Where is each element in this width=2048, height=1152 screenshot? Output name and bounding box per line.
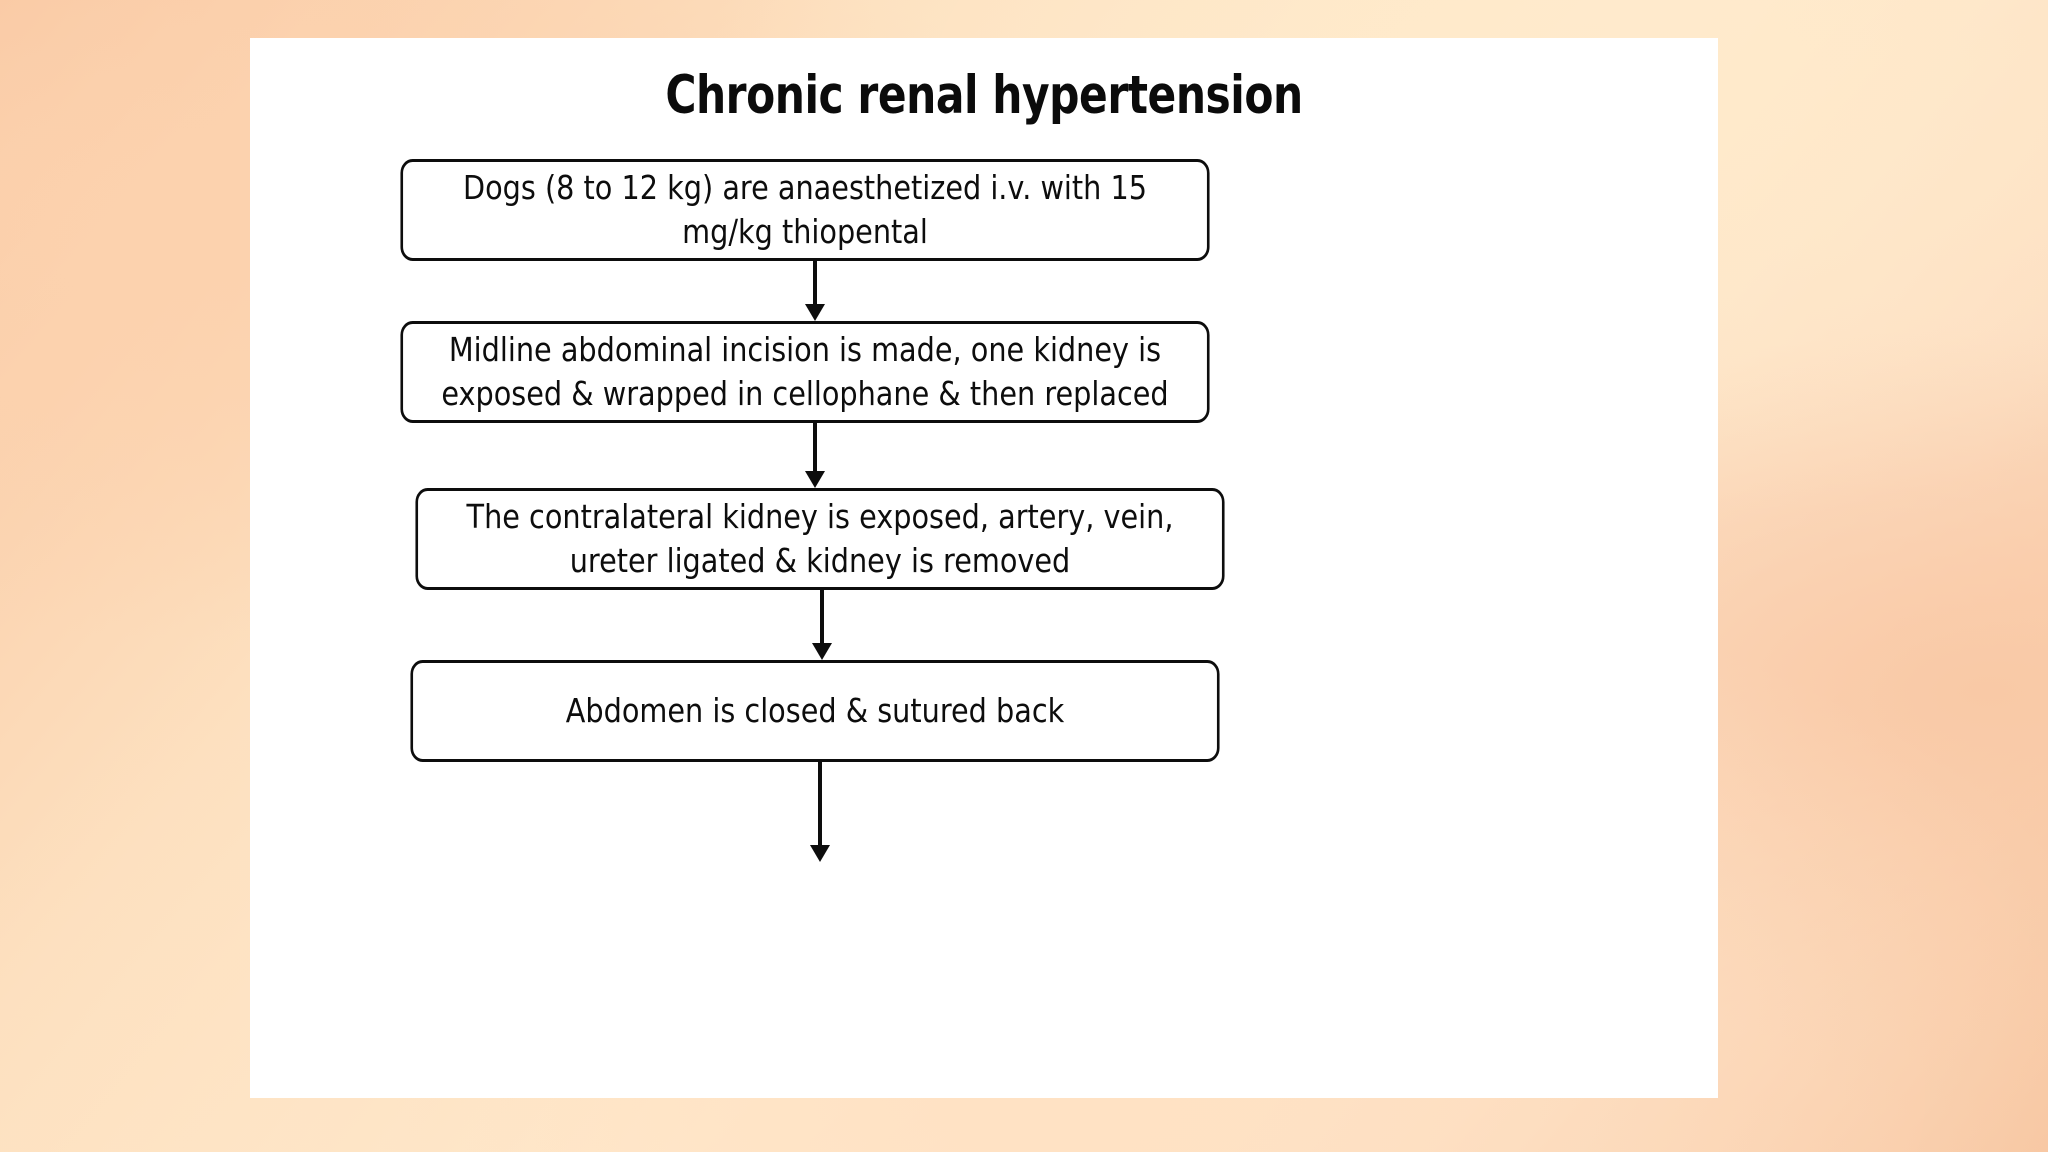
- arrow-shaft: [820, 590, 824, 643]
- flowchart-node-1: Dogs (8 to 12 kg) are anaesthetized i.v.…: [400, 159, 1210, 261]
- flowchart-node-2-label: Midline abdominal incision is made, one …: [441, 330, 1169, 413]
- arrow-head: [810, 845, 830, 862]
- flow-arrow-4-icon: [806, 762, 834, 862]
- arrow-shaft: [818, 762, 822, 845]
- flowchart-node-1-label: Dogs (8 to 12 kg) are anaesthetized i.v.…: [462, 168, 1148, 251]
- flowchart-node-2: Midline abdominal incision is made, one …: [400, 321, 1210, 423]
- arrow-head: [805, 471, 825, 488]
- flowchart-node-4: Abdomen is closed & sutured back: [410, 660, 1220, 762]
- flowchart-node-4-label: Abdomen is closed & sutured back: [565, 691, 1065, 731]
- page-title: Chronic renal hypertension: [665, 65, 1303, 126]
- flowchart-node-3-label: The contralateral kidney is exposed, art…: [466, 497, 1174, 580]
- arrow-shaft: [813, 423, 817, 471]
- flow-arrow-3-icon: [808, 590, 836, 660]
- arrow-head: [805, 304, 825, 321]
- flowchart-node-3: The contralateral kidney is exposed, art…: [415, 488, 1225, 590]
- flow-arrow-1-icon: [801, 261, 829, 321]
- arrow-head: [812, 643, 832, 660]
- slide-panel: Chronic renal hypertension Dogs (8 to 12…: [250, 38, 1718, 1098]
- arrow-shaft: [813, 261, 817, 304]
- flow-arrow-2-icon: [801, 423, 829, 488]
